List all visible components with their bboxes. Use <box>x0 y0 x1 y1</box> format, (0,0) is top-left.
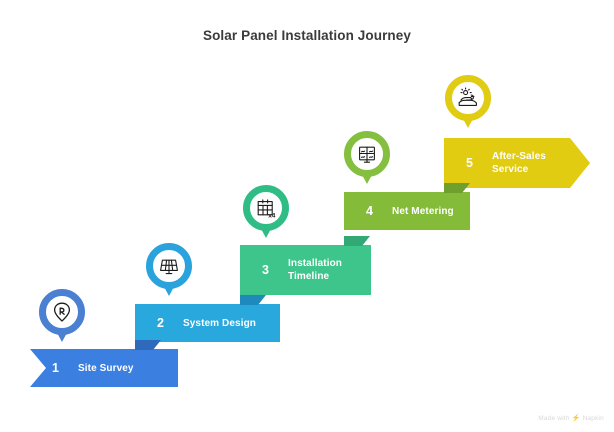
step-1-connector-tab <box>135 340 161 350</box>
step-2-label: System Design <box>183 317 256 329</box>
step-1-pin[interactable] <box>39 289 85 342</box>
page-title: Solar Panel Installation Journey <box>202 28 411 43</box>
solar-panel-icon <box>157 254 181 278</box>
step-5-label-line-2: Service <box>492 164 529 175</box>
step-1-bar[interactable]: 1 Site Survey <box>30 349 178 387</box>
step-2-tab-shape <box>240 295 266 305</box>
step-1-label: Site Survey <box>78 362 134 374</box>
step-3-connector-tab <box>344 236 370 246</box>
step-4-connector-tab <box>444 183 470 193</box>
lightning-bolt-icon: ⚡ <box>571 415 581 422</box>
step-5-bar-shape <box>444 138 590 188</box>
watermark-brand: Napkin <box>582 414 604 422</box>
step-5-pin[interactable] <box>445 75 491 128</box>
step-3-bar-shape <box>240 245 371 295</box>
step-5-label: After-Sales Service <box>492 150 546 176</box>
step-5-bar[interactable]: 5 After-Sales Service <box>444 138 590 188</box>
step-3-content: 3 Installation Timeline <box>240 245 371 295</box>
step-1-tab-shape <box>135 340 161 350</box>
step-2-content: 2 System Design <box>135 304 280 342</box>
step-3-pin-ring <box>243 185 289 231</box>
watermark-prefix: Made with <box>538 414 570 422</box>
step-4-content: 4 Net Metering <box>344 192 470 230</box>
step-4-pin[interactable] <box>344 131 390 184</box>
step-3-tab-shape <box>344 236 370 246</box>
step-3-bar[interactable]: 3 Installation Timeline <box>240 245 371 295</box>
sun-support-hands-icon <box>456 86 480 110</box>
location-pin-survey-icon <box>50 300 74 324</box>
step-2-bar[interactable]: 2 System Design <box>135 304 280 342</box>
step-5-content: 5 After-Sales Service <box>444 138 590 188</box>
step-4-number: 4 <box>366 204 373 218</box>
step-4-bar[interactable]: 4 Net Metering <box>344 192 470 230</box>
step-3-label-line-1: Installation <box>288 258 342 269</box>
step-3-pin[interactable]: x4 <box>243 185 289 238</box>
step-3-label: Installation Timeline <box>288 257 342 283</box>
step-1-number: 1 <box>52 361 59 375</box>
step-2-number: 2 <box>157 316 164 330</box>
step-4-label: Net Metering <box>392 205 454 217</box>
watermark: Made with ⚡ Napkin <box>538 414 604 423</box>
step-5-number: 5 <box>466 156 473 170</box>
step-1-bar-shape <box>30 349 178 387</box>
step-4-bar-shape <box>344 192 470 230</box>
step-2-pin[interactable] <box>146 243 192 296</box>
step-4-tab-shape <box>444 183 470 193</box>
calendar-x4-icon: x4 <box>254 196 278 220</box>
electric-meter-icon <box>355 142 379 166</box>
step-2-pin-ring <box>146 243 192 289</box>
svg-text:x4: x4 <box>268 213 276 220</box>
step-1-content: 1 Site Survey <box>30 349 178 387</box>
step-2-bar-shape <box>135 304 280 342</box>
step-2-connector-tab <box>240 295 266 305</box>
step-3-number: 3 <box>262 263 269 277</box>
step-5-label-line-1: After-Sales <box>492 151 546 162</box>
step-1-pin-ring <box>39 289 85 335</box>
step-3-label-line-2: Timeline <box>288 271 330 282</box>
